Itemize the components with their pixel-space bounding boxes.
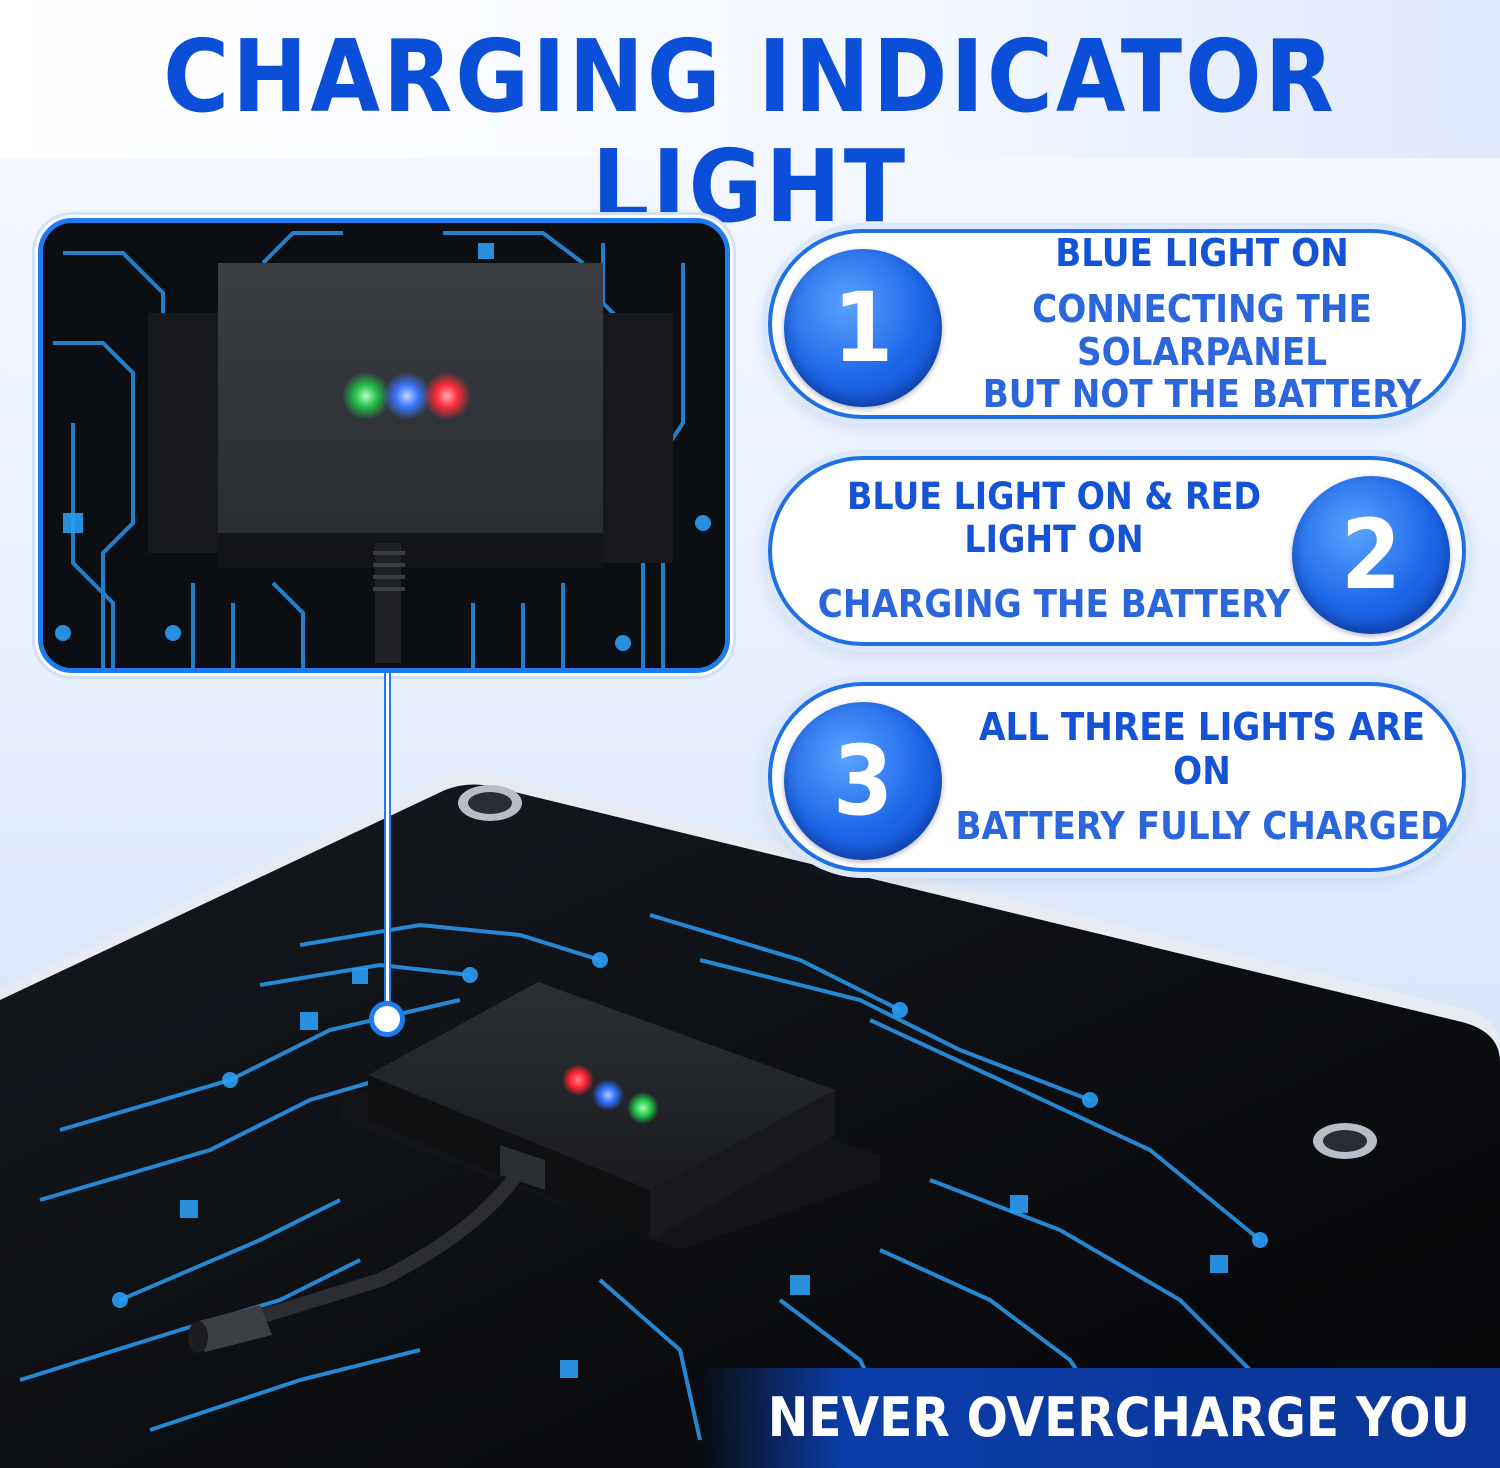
- page-title: CHARGING INDICATOR LIGHT: [163, 18, 1337, 245]
- step-card-3: 3 ALL THREE LIGHTS ARE ON BATTERY FULLY …: [768, 682, 1466, 872]
- step-text: BLUE LIGHT ON & RED LIGHT ON CHARGING TH…: [794, 460, 1314, 642]
- grommet-icon: [1313, 1123, 1377, 1159]
- footer-banner: [700, 1368, 1500, 1468]
- step-heading: BLUE LIGHT ON & RED LIGHT ON: [846, 475, 1262, 561]
- step-description-line: CONNECTING THE SOLARPANEL: [1032, 287, 1372, 374]
- grommet-icon: [458, 785, 522, 821]
- step-number-badge: 3: [784, 702, 942, 860]
- green-led-icon: [342, 372, 390, 420]
- step-description-line: BATTERY FULLY CHARGED: [955, 804, 1449, 849]
- step-number-badge: 2: [1292, 476, 1450, 634]
- footer-banner-text: NEVER OVERCHARGE YOU BATTERY: [767, 1386, 1470, 1449]
- callout-connector-dot: [369, 1001, 405, 1037]
- step-heading: ALL THREE LIGHTS ARE ON: [979, 705, 1425, 793]
- junction-box: [188, 982, 880, 1353]
- step-card-2: BLUE LIGHT ON & RED LIGHT ON CHARGING TH…: [768, 456, 1466, 646]
- green-led-icon: [627, 1092, 659, 1124]
- step-card-1: 1 BLUE LIGHT ON CONNECTING THE SOLARPANE…: [768, 229, 1466, 419]
- step-description-line: BUT NOT THE BATTERY: [982, 372, 1422, 417]
- step-description-line: CHARGING THE BATTERY: [817, 582, 1291, 627]
- zoom-callout: [38, 218, 730, 673]
- step-text: BLUE LIGHT ON CONNECTING THE SOLARPANEL …: [947, 231, 1457, 417]
- step-number-badge: 1: [784, 249, 942, 407]
- blue-led-icon: [592, 1079, 624, 1111]
- step-text: ALL THREE LIGHTS ARE ON BATTERY FULLY CH…: [947, 686, 1457, 868]
- callout-connector-line: [384, 673, 391, 1015]
- blue-led-icon: [383, 372, 431, 420]
- red-led-icon: [423, 372, 471, 420]
- solar-panel-illustration: [0, 771, 1500, 1468]
- step-heading: BLUE LIGHT ON: [1055, 231, 1349, 276]
- red-led-icon: [562, 1064, 594, 1096]
- title-bar: [0, 0, 1500, 158]
